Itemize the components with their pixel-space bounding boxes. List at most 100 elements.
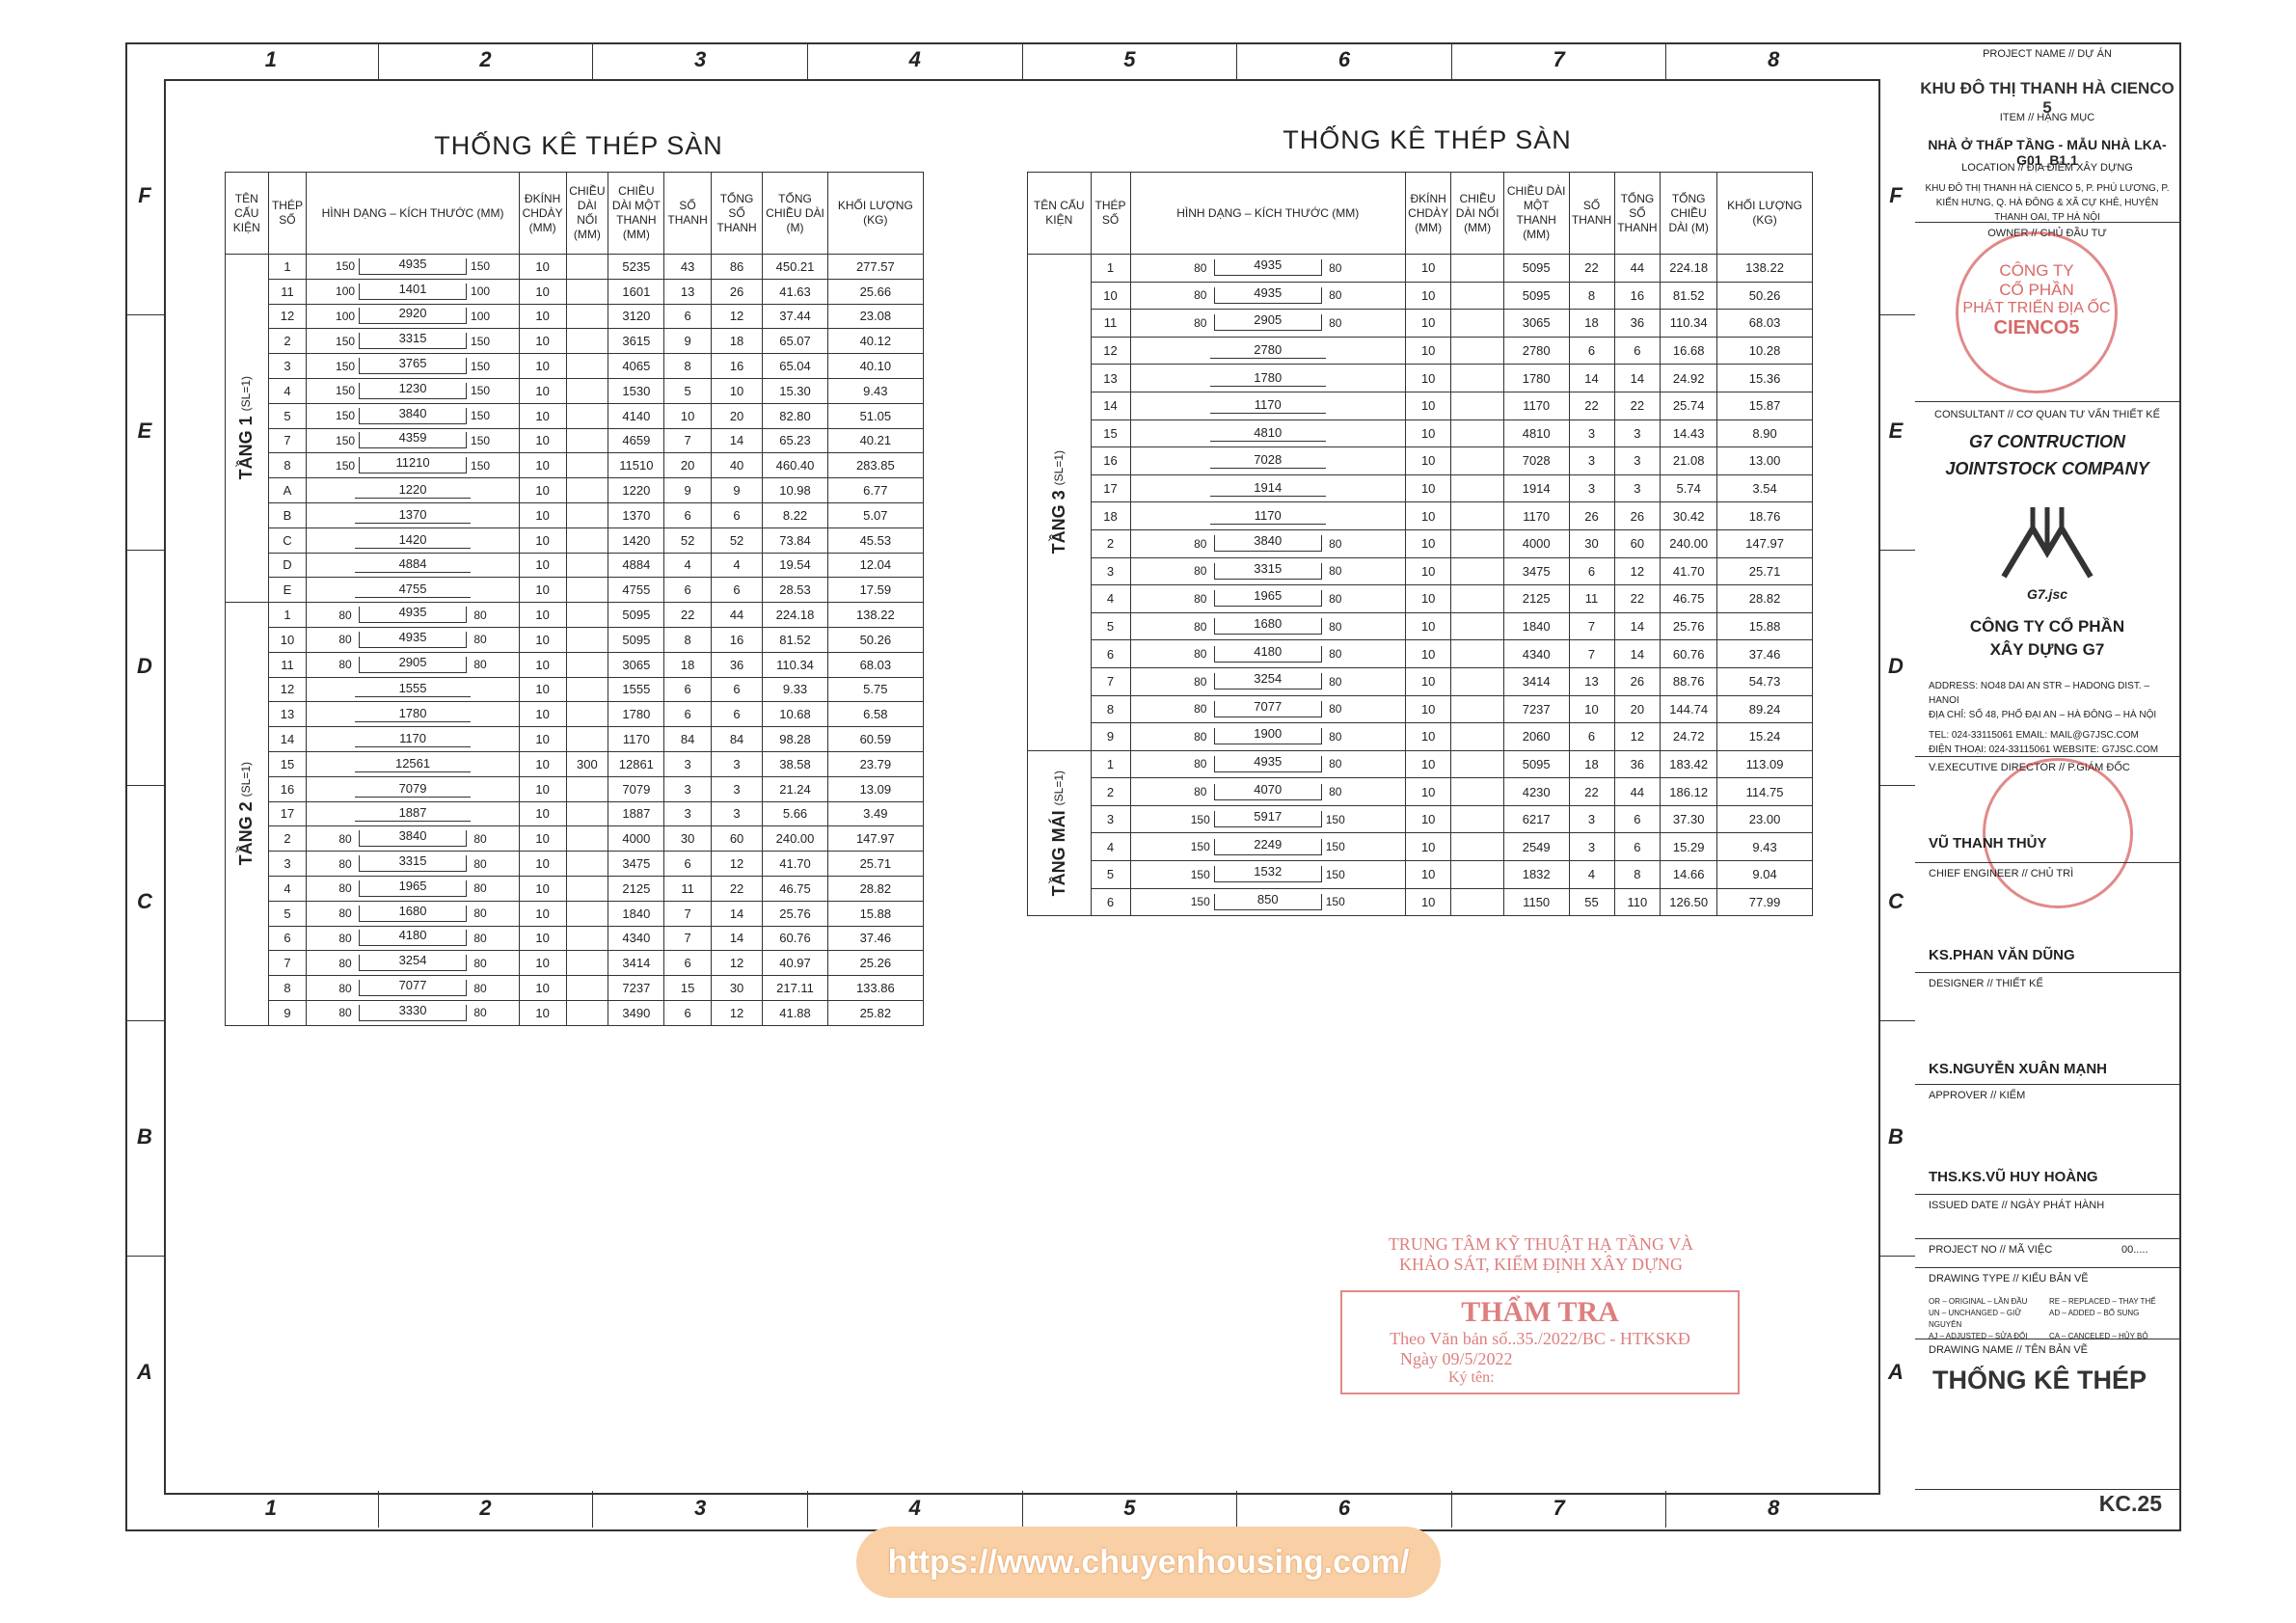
grid-column-5: 5 bbox=[1021, 42, 1237, 79]
shape-hook-left: 100 bbox=[336, 284, 356, 299]
cell-total-length: 40.97 bbox=[762, 950, 828, 977]
group-name: TẦNG 1 bbox=[236, 411, 257, 480]
cell-weight: 3.49 bbox=[826, 800, 925, 827]
cell-total-length: 21.24 bbox=[762, 775, 828, 802]
cell-bar-length: 1150 bbox=[1502, 887, 1570, 917]
group-note: (SL=1) bbox=[1051, 770, 1066, 806]
cell-weight: 68.03 bbox=[826, 651, 925, 678]
cell-bar-length: 4340 bbox=[1502, 639, 1570, 668]
shape-length: 2905 bbox=[398, 654, 427, 669]
shape-bar-icon: 5917 bbox=[1213, 809, 1322, 828]
grid-column-1: 1 bbox=[264, 1496, 277, 1520]
item-name: NHÀ Ở THẤP TẦNG - MẪU NHÀ LKA-G01_B1.1 bbox=[1928, 137, 2167, 168]
cell-bar-length: 1220 bbox=[608, 477, 665, 503]
cell-steel-no: A bbox=[267, 477, 308, 503]
grid-column-4: 4 bbox=[806, 42, 1022, 79]
shape-hook-left: 150 bbox=[336, 359, 356, 373]
cell-steel-no: 15 bbox=[1090, 419, 1131, 448]
grid-row-divider bbox=[1878, 314, 1915, 315]
cell-steel-no: 1 bbox=[1090, 254, 1131, 283]
cell-total-length: 60.76 bbox=[1660, 639, 1718, 668]
group-name: TẦNG MÁI bbox=[1048, 805, 1068, 897]
cell-total-length: 9.33 bbox=[762, 676, 828, 703]
inspection-ref: Theo Văn bản số..35./2022/BC - HTKSKĐ bbox=[1390, 1329, 1690, 1348]
cell-splice bbox=[565, 651, 609, 678]
cell-weight: 28.82 bbox=[826, 875, 925, 902]
cell-bar-length: 2125 bbox=[1502, 584, 1570, 613]
cell-steel-no: 12 bbox=[267, 303, 308, 330]
cell-weight: 113.09 bbox=[1716, 749, 1813, 779]
cell-diameter: 10 bbox=[518, 726, 567, 752]
header-cell: TÊN CẤU KIỆN bbox=[225, 172, 269, 255]
shape-hook-left: 80 bbox=[338, 633, 352, 647]
cell-total-count: 3 bbox=[710, 750, 764, 777]
cell-weight: 9.04 bbox=[1716, 860, 1813, 889]
cell-bar-count: 22 bbox=[1568, 254, 1615, 283]
drawing-type-code: UN – UNCHANGED – GIỮ NGUYÊN bbox=[1929, 1309, 2022, 1329]
shape-bar-icon: 7077 bbox=[359, 978, 468, 996]
cell-weight: 5.07 bbox=[826, 501, 925, 528]
shape-hook-right: 80 bbox=[473, 633, 487, 647]
header-cell: CHIỀU DÀI NỐI (MM) bbox=[1450, 172, 1504, 255]
cell-diameter: 10 bbox=[518, 303, 567, 330]
cell-steel-no: 8 bbox=[1090, 694, 1131, 724]
cell-diameter: 10 bbox=[1404, 777, 1452, 806]
header-cell: ĐKÍNH CHDÀY (MM) bbox=[1404, 172, 1452, 255]
cell-splice bbox=[565, 950, 609, 977]
cell-weight: 37.46 bbox=[826, 925, 925, 952]
header-cell: TỔNG CHIỀU DÀI (M) bbox=[762, 172, 828, 255]
cell-splice bbox=[1450, 391, 1504, 420]
watermark-link[interactable]: https://www.chuyenhousing.com/ bbox=[856, 1527, 1441, 1598]
shape-hook-left: 80 bbox=[1194, 702, 1207, 717]
drawing-name-label: DRAWING NAME // TÊN BẢN VẼ bbox=[1929, 1344, 2089, 1356]
cell-steel-no: D bbox=[267, 552, 308, 579]
shape-hook-right: 150 bbox=[1325, 867, 1345, 881]
grid-row-C: C bbox=[1888, 889, 1904, 913]
cell-total-length: 144.74 bbox=[1660, 694, 1718, 724]
cell-shape: 4755 bbox=[306, 577, 520, 604]
tel-en: TEL: 024-33115061 EMAIL: MAIL@G7JSC.COM bbox=[1929, 730, 2139, 741]
shape-hook-left: 80 bbox=[1194, 647, 1207, 662]
grid-row-D: D bbox=[1888, 654, 1904, 678]
shape-bar-icon: 1532 bbox=[1213, 864, 1322, 883]
cell-splice bbox=[565, 303, 609, 330]
cell-splice bbox=[1450, 804, 1504, 834]
cell-diameter: 10 bbox=[518, 452, 567, 479]
grid-row-E: E bbox=[1888, 419, 1904, 443]
cell-splice bbox=[565, 328, 609, 355]
cell-bar-length: 4659 bbox=[608, 427, 665, 454]
shape-hook-left: 80 bbox=[1194, 260, 1207, 275]
shape-hook-left: 80 bbox=[1194, 785, 1207, 799]
cell-bar-count: 7 bbox=[663, 925, 712, 952]
cell-shape: 1914 bbox=[1129, 473, 1406, 503]
cell-diameter: 10 bbox=[518, 577, 567, 604]
cell-steel-no: 1 bbox=[1090, 749, 1131, 779]
shape-bar-icon: 4935 bbox=[359, 257, 468, 275]
owner-stamp-line-4: CIENCO5 bbox=[1993, 317, 2080, 338]
cell-bar-count: 6 bbox=[1568, 556, 1615, 586]
cell-bar-count: 7 bbox=[1568, 611, 1615, 641]
cell-weight: 25.66 bbox=[826, 278, 925, 305]
cell-steel-no: 10 bbox=[1090, 281, 1131, 311]
cell-splice bbox=[565, 377, 609, 404]
shape-hook-left: 80 bbox=[338, 931, 352, 945]
cell-total-count: 6 bbox=[1613, 804, 1661, 834]
cell-bar-length: 1780 bbox=[1502, 364, 1570, 392]
address-en: ADDRESS: NO48 DAI AN STR – HADONG DIST. … bbox=[1929, 681, 2149, 706]
shape-straight-bar: 1887 bbox=[355, 805, 472, 823]
cell-steel-no: 2 bbox=[1090, 777, 1131, 806]
cell-diameter: 10 bbox=[518, 602, 567, 628]
cell-splice bbox=[1450, 364, 1504, 392]
shape-length: 4935 bbox=[1254, 753, 1283, 769]
sheet-number: KC.25 bbox=[2098, 1491, 2162, 1516]
shape-bar-icon: 4935 bbox=[1213, 285, 1322, 304]
cell-splice bbox=[565, 577, 609, 604]
